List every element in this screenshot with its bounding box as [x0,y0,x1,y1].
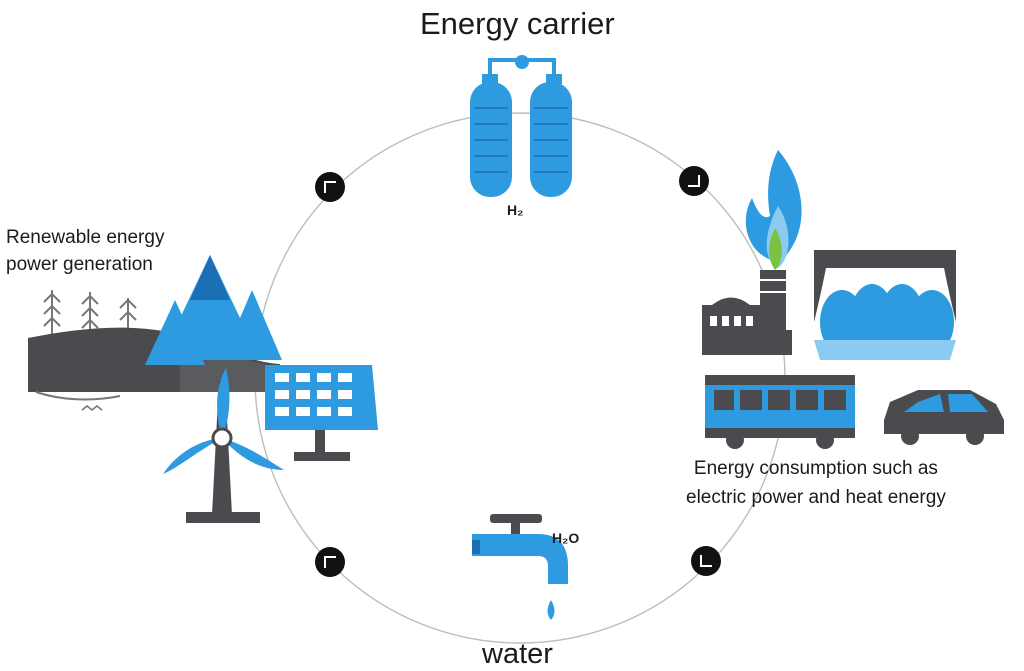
car-icon [884,390,1004,445]
consumption-label-line1: Energy consumption such as [693,458,938,479]
energy-consumption-label: Energy consumption such as electric powe… [686,454,946,512]
direction-marker-icon [315,172,345,202]
wind-turbine-icon [163,368,284,523]
trees-icon [28,255,282,411]
hydrogen-formula: H₂ [507,202,524,218]
renewable-label-line1: Renewable energy [6,227,165,248]
renewable-generation-label: Renewable energy power generation [6,224,164,278]
hydrogen-tanks-icon [470,55,572,197]
direction-marker-icon [691,546,721,576]
renewable-label-line2: power generation [6,254,153,275]
solar-panel-icon [265,365,378,461]
power-plant-icon [814,250,956,360]
water-faucet-icon [472,514,568,620]
direction-marker-icon [679,166,709,196]
water-formula: H₂O [552,530,580,546]
direction-marker-icon [315,547,345,577]
consumption-label-line2: electric power and heat energy [686,487,946,508]
factory-icon [702,270,792,355]
water-label: water [482,638,553,670]
gas-flame-icon [745,150,802,270]
bus-icon [705,375,855,449]
energy-carrier-label: Energy carrier [420,6,615,41]
